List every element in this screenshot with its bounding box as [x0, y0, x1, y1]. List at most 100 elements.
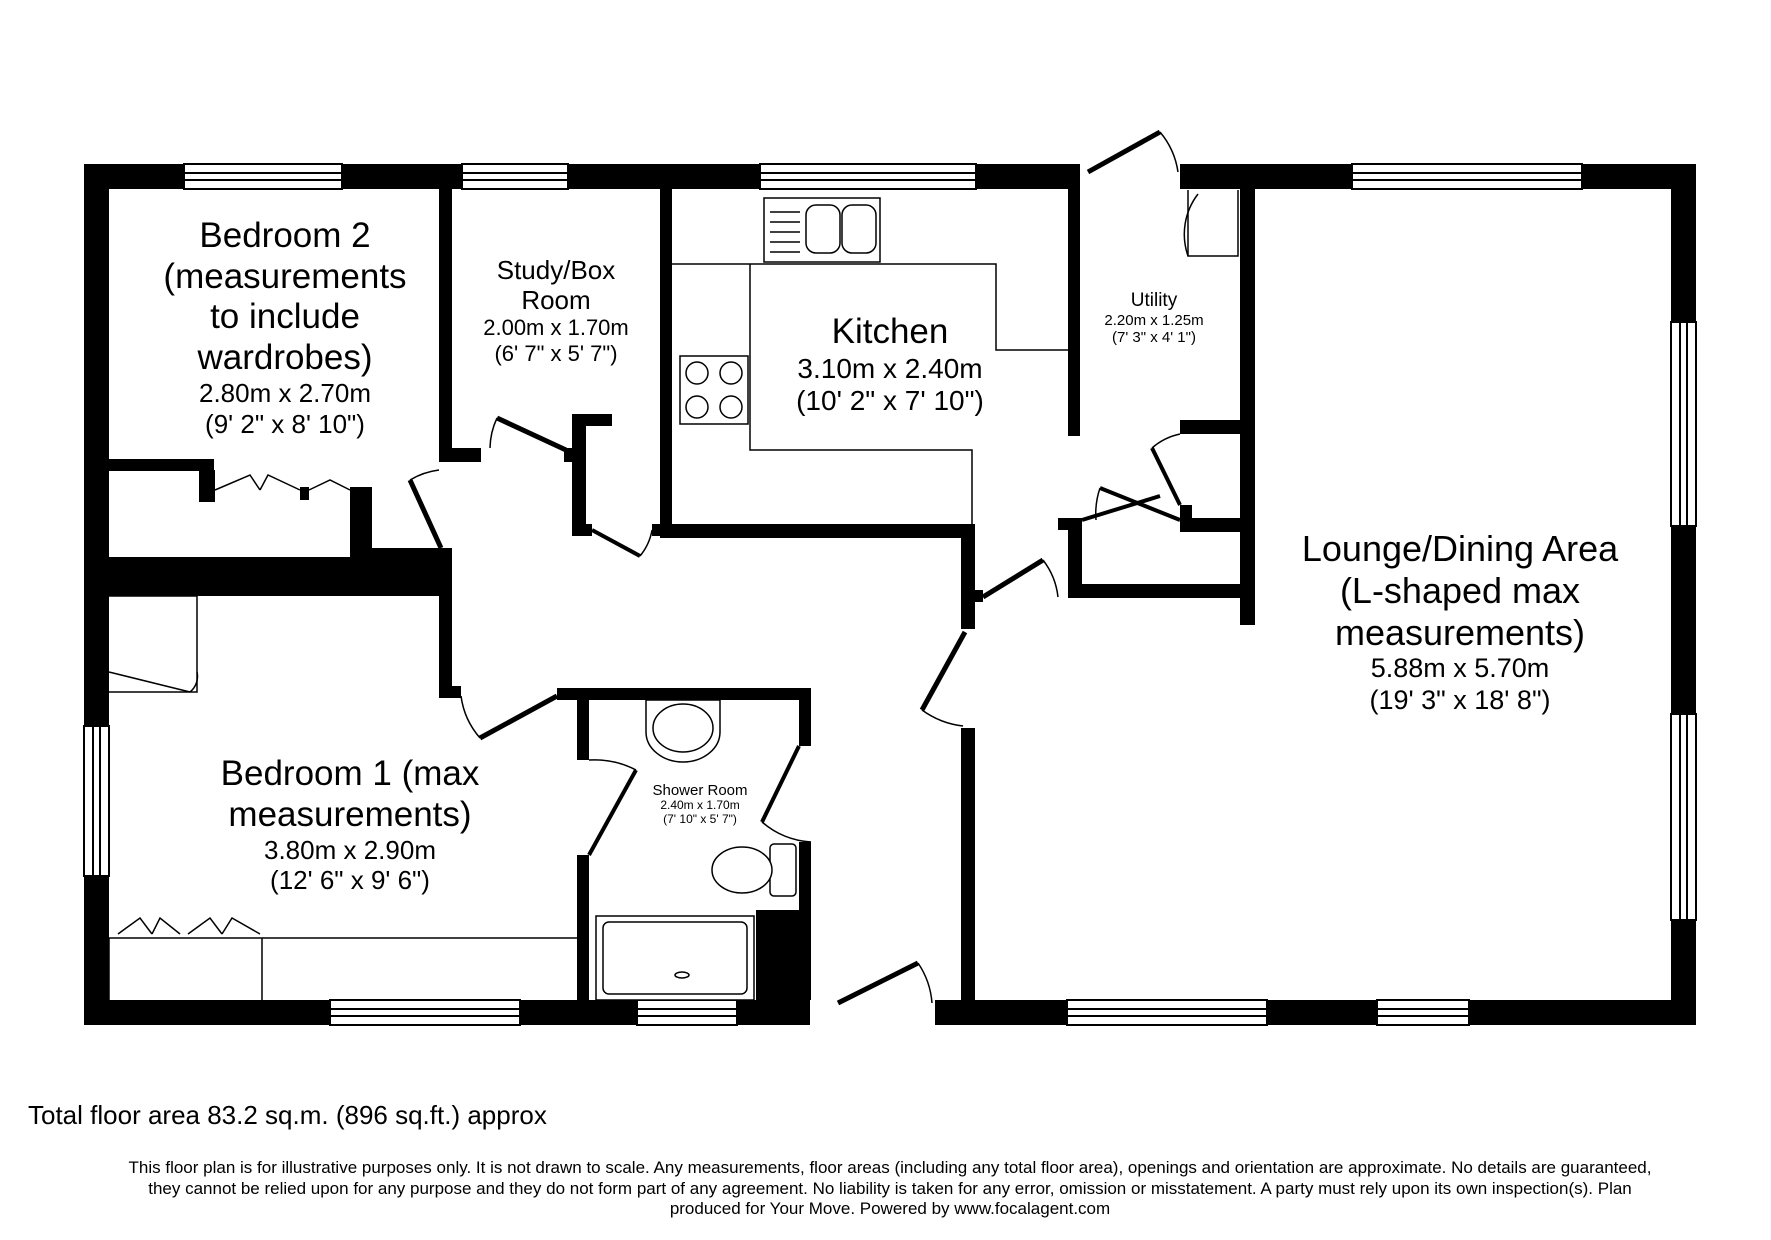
utility-appliance — [1183, 190, 1239, 257]
wall-bed1-right-upper — [439, 548, 452, 698]
lounge-line-3: measurements) — [1334, 611, 1586, 653]
wall-kitchen-utility — [1068, 189, 1080, 436]
disclaimer-line-1: This floor plan is for illustrative purp… — [128, 1158, 1652, 1177]
wall-util-bottom — [1068, 584, 1254, 598]
wall-bed1-door-stub — [439, 686, 461, 698]
door-entrance — [810, 960, 935, 1025]
label-shower: Shower Room 2.40m x 1.70m (7' 10" x 5' 7… — [620, 782, 780, 827]
wall-study-door-stub — [564, 448, 576, 462]
shower-metric: 2.40m x 1.70m — [660, 798, 740, 813]
wall-shower-right-top — [799, 688, 811, 746]
door-bed2 — [407, 469, 444, 550]
window-lounge-right-lower — [1670, 713, 1697, 921]
bedroom2-line-1: Bedroom 2 — [199, 216, 371, 255]
wall-study-cupboard-top — [572, 414, 612, 426]
disclaimer-line-3: produced for Your Move. Powered by www.f… — [669, 1199, 1111, 1219]
kitchen-line-1: Kitchen — [831, 312, 949, 351]
wall-util-left-lower — [1068, 518, 1082, 588]
window-lounge-right-upper — [1670, 321, 1697, 527]
wall-hall-right — [961, 524, 975, 629]
study-imperial: (6' 7" x 5' 7") — [494, 340, 618, 366]
wall-study-right — [660, 189, 672, 529]
wall-shower-top — [557, 688, 811, 700]
bedroom2-imperial: (9' 2" x 8' 10") — [205, 408, 365, 439]
kitchen-sink — [763, 197, 881, 263]
bed1-wardrobe-bottom — [108, 916, 577, 1000]
window-shower-bottom — [636, 999, 738, 1026]
wall-bed2-study — [439, 189, 452, 459]
door-study — [489, 415, 568, 453]
wall-shower-bottom-block — [760, 910, 810, 1025]
bedroom1-line-1: Bedroom 1 (max — [220, 754, 480, 793]
wall-study-cupboard-bottom — [572, 524, 592, 536]
lounge-metric: 5.88m x 5.70m — [1370, 653, 1550, 684]
wall-util-cupboard-top — [1180, 420, 1240, 434]
total-floor-area: Total floor area 83.2 sq.m. (896 sq.ft.)… — [28, 1100, 547, 1130]
disclaimer-line-2: they cannot be relied upon for any purpo… — [148, 1178, 1632, 1198]
label-bedroom1: Bedroom 1 (max measurements) 3.80m x 2.9… — [190, 754, 510, 896]
door-utility-cupboard-1 — [1150, 433, 1182, 506]
bedroom1-imperial: (12' 6" x 9' 6") — [270, 865, 430, 896]
door-study-cupboard — [591, 528, 653, 558]
windows — [83, 163, 1697, 1026]
bed2-wardrobe-doors — [214, 474, 351, 491]
shower-basin — [645, 699, 721, 763]
wall-shower-left-lower — [577, 855, 589, 1025]
wall-util-top-right — [1180, 164, 1255, 189]
door-bed1 — [460, 693, 559, 741]
doors — [407, 129, 1182, 1025]
window-lounge-bottom-1 — [1066, 999, 1268, 1026]
door-hall-lounge — [919, 630, 968, 727]
label-study: Study/Box Room 2.00m x 1.70m (6' 7" x 5'… — [452, 255, 660, 366]
wall-shower-tray-side — [756, 910, 768, 1000]
bed1-wardrobe-top — [108, 595, 199, 693]
wall-bed2-corner-block — [370, 548, 452, 596]
utility-metric: 2.20m x 1.25m — [1104, 312, 1204, 330]
door-front-utility — [1080, 129, 1180, 189]
door-shower-2 — [760, 745, 812, 843]
label-bedroom2: Bedroom 2 (measurements to include wardr… — [140, 216, 430, 439]
study-metric: 2.00m x 1.70m — [483, 315, 629, 341]
wall-study-cupboard-left — [572, 414, 586, 536]
wall-hall-kitchen-stub — [961, 590, 983, 602]
bedroom1-metric: 3.80m x 2.90m — [264, 835, 436, 866]
wall-hall-right-lower — [961, 728, 975, 1025]
disclaimer: This floor plan is for illustrative purp… — [40, 1158, 1740, 1220]
window-lounge-bottom-2 — [1376, 999, 1470, 1026]
lounge-line-2: (L-shaped max — [1339, 569, 1581, 611]
wall-kitchen-bottom — [660, 524, 975, 538]
wall-outer-left — [84, 164, 109, 1025]
door-kitchen — [981, 557, 1059, 600]
kitchen-imperial: (10' 2" x 7' 10") — [796, 385, 984, 417]
label-utility: Utility 2.20m x 1.25m (7' 3" x 4' 1") — [1086, 290, 1222, 347]
bedroom2-line-3: to include — [210, 297, 360, 337]
label-lounge: Lounge/Dining Area (L-shaped max measure… — [1260, 528, 1660, 716]
bedroom2-line-2: (measurements — [163, 256, 407, 296]
window-kitchen-top — [759, 163, 977, 190]
window-lounge-top — [1351, 163, 1583, 190]
shower-line-1: Shower Room — [652, 782, 748, 799]
wall-utility-lounge — [1240, 189, 1255, 625]
wall-bed2-wardrobe-post3 — [350, 487, 372, 557]
door-shower-1 — [587, 759, 638, 856]
shower-tray — [595, 915, 755, 1001]
wall-util-cupboard-stub — [1180, 505, 1192, 530]
utility-imperial: (7' 3" x 4' 1") — [1112, 329, 1196, 347]
bedroom1-line-2: measurements) — [228, 794, 472, 834]
window-bed1-left — [83, 725, 110, 877]
lounge-imperial: (19' 3" x 18' 8") — [1369, 684, 1551, 715]
door-utility-cupboard-2 — [1081, 486, 1181, 522]
wall-bed2-wardrobe-top — [109, 459, 214, 471]
window-bed2-top — [183, 163, 343, 190]
window-bed1-bottom — [329, 999, 521, 1026]
study-line-1: Study/Box — [496, 255, 616, 285]
study-line-2: Room — [521, 285, 591, 316]
bedroom2-line-4: wardrobes) — [197, 337, 373, 377]
kitchen-counter — [672, 263, 1068, 524]
wall-bed2-stub — [439, 448, 481, 462]
label-kitchen: Kitchen 3.10m x 2.40m (10' 2" x 7' 10") — [770, 312, 1010, 418]
bedroom2-metric: 2.80m x 2.70m — [199, 378, 371, 409]
wall-util-cupboard-mid — [1180, 518, 1240, 532]
shower-imperial: (7' 10" x 5' 7") — [663, 812, 737, 827]
wall-bed2-wardrobe-post1 — [199, 470, 215, 502]
